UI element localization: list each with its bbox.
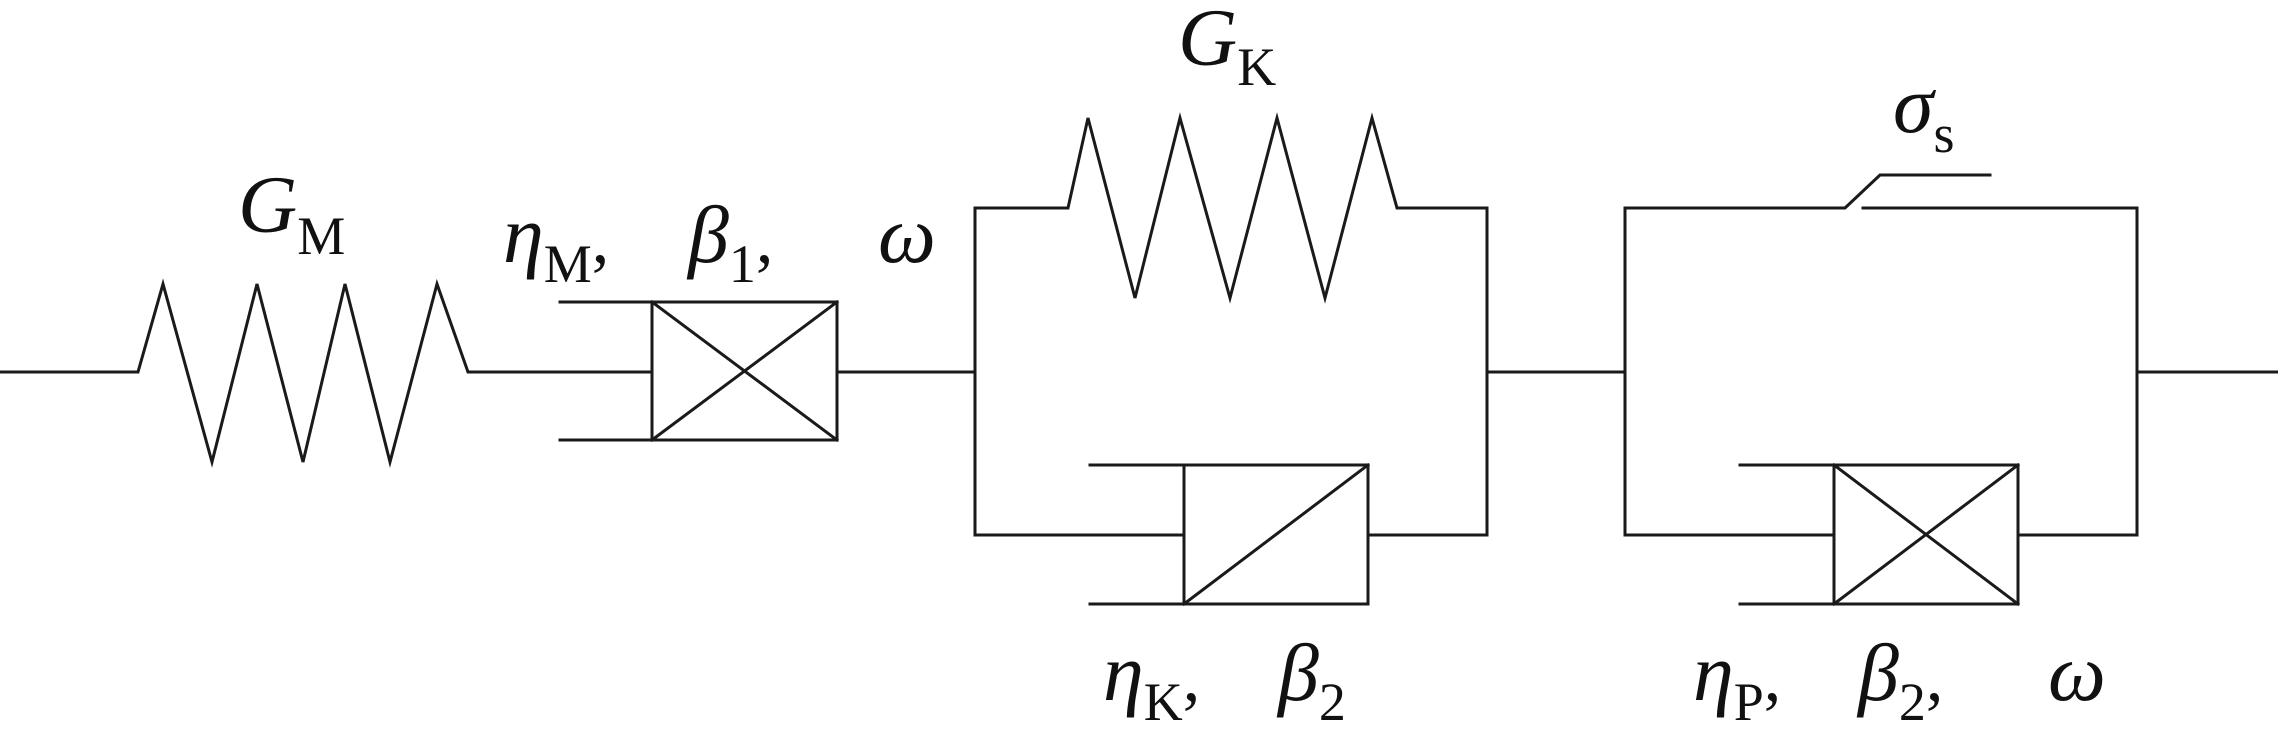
maxwell-sep-2: , bbox=[756, 201, 774, 278]
plastic-omega: ω bbox=[2048, 627, 2106, 718]
kelvin-spring-zigzag bbox=[973, 112, 1489, 304]
kelvin-eta-subscript: K bbox=[1144, 672, 1183, 729]
plastic-sep-2: , bbox=[1926, 639, 1944, 716]
gm-subscript: M bbox=[297, 206, 345, 266]
gk-subscript: K bbox=[1237, 37, 1276, 97]
sigma-symbol: σ bbox=[1893, 59, 1937, 150]
label-gk: GK bbox=[1178, 0, 1276, 97]
maxwell-beta: β bbox=[686, 189, 729, 280]
label-gm: GM bbox=[238, 159, 345, 266]
plastic-eta-subscript: P bbox=[1734, 672, 1764, 729]
maxwell-dashpot bbox=[558, 299, 977, 443]
maxwell-sep-1: , bbox=[592, 201, 610, 278]
maxwell-eta: η bbox=[503, 189, 544, 280]
maxwell-beta-subscript: 1 bbox=[729, 234, 756, 294]
maxwell-spring bbox=[0, 278, 652, 468]
label-maxwell-dashpot: ηM, β1, ω bbox=[503, 189, 936, 294]
kelvin-beta: β bbox=[1276, 627, 1319, 718]
gk-symbol: G bbox=[1178, 0, 1237, 83]
plastic-beta: β bbox=[1856, 627, 1899, 718]
sigma-subscript: s bbox=[1933, 104, 1954, 164]
plastic-eta: η bbox=[1693, 627, 1734, 718]
kelvin-beta-subscript: 2 bbox=[1319, 672, 1346, 729]
label-plastic-dashpot: ηP, β2, ω bbox=[1693, 627, 2106, 729]
gm-symbol: G bbox=[238, 159, 297, 250]
friction-slider-switch bbox=[1623, 173, 1992, 210]
plastic-unit bbox=[1623, 173, 2278, 607]
label-kelvin-dashpot: ηK, β2 bbox=[1103, 627, 1346, 729]
maxwell-eta-subscript: M bbox=[544, 234, 592, 294]
kelvin-unit bbox=[973, 112, 1489, 607]
plastic-sep-1: , bbox=[1764, 639, 1782, 716]
label-sigma-s: σs bbox=[1893, 59, 1954, 164]
maxwell-spring-zigzag bbox=[0, 278, 652, 468]
plastic-beta-subscript: 2 bbox=[1899, 672, 1926, 729]
kelvin-sep-1: , bbox=[1183, 639, 1201, 716]
kelvin-eta: η bbox=[1103, 627, 1144, 718]
maxwell-omega: ω bbox=[878, 189, 936, 280]
